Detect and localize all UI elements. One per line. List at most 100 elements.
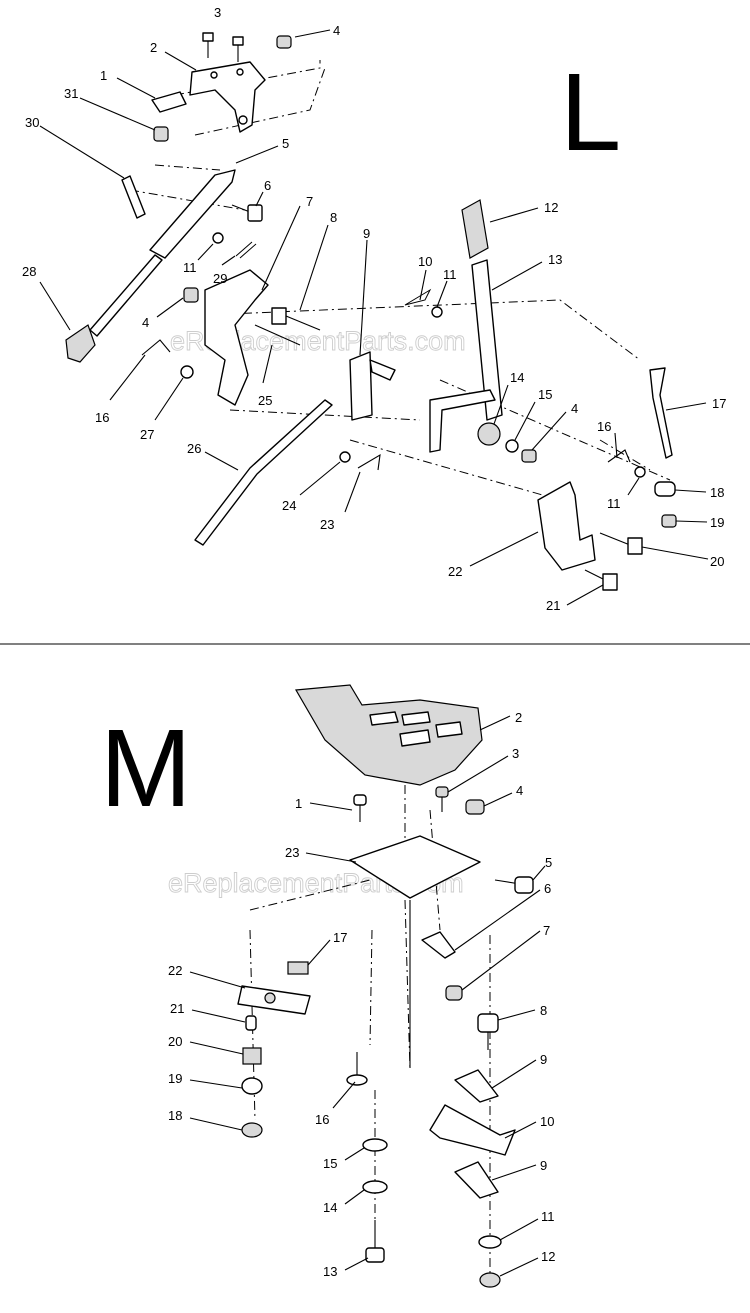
part-1-bolt (353, 794, 367, 822)
part-3-bolt (435, 786, 449, 812)
callout: 1 (295, 796, 302, 811)
callout: 27 (140, 427, 154, 442)
part-4-nut (276, 35, 292, 49)
callout: 29 (213, 271, 227, 286)
part-4-nut (183, 287, 199, 303)
callout: 24 (282, 498, 296, 513)
part-11-washer (431, 306, 443, 318)
callout: 16 (315, 1112, 329, 1127)
part-14-bushing (477, 422, 501, 446)
callout: 6 (544, 881, 551, 896)
part-9-bracket (349, 351, 396, 421)
part-10-bracket (429, 1104, 516, 1156)
section-M: M eReplacementParts.com (100, 684, 555, 1288)
part-26-rod (194, 399, 333, 546)
part-3-bolts (202, 32, 244, 62)
part-18-ball-joint (654, 481, 676, 497)
callout: 21 (170, 1001, 184, 1016)
part-19-nut (661, 514, 677, 528)
part-7-nut (445, 985, 463, 1001)
part-11-washer (212, 232, 224, 244)
part-10-pin (404, 288, 432, 306)
part-23-pin (357, 453, 381, 471)
section-M-letter: M (100, 707, 192, 830)
section-L-letter: L (560, 51, 621, 174)
part-5-arm (149, 169, 236, 259)
part-22-bracket (537, 481, 596, 571)
callout: 7 (306, 194, 313, 209)
part-9-clip (454, 1069, 499, 1103)
callout: 5 (545, 855, 552, 870)
part-2-bracket (189, 61, 266, 133)
part-7-plate (204, 269, 269, 406)
callout: 17 (333, 930, 347, 945)
part-25-rod (254, 324, 301, 346)
part-6-clip (421, 931, 456, 959)
callout: 19 (168, 1071, 182, 1086)
callout: 25 (258, 393, 272, 408)
part-20-bolt (599, 532, 643, 555)
callout: 16 (597, 419, 611, 434)
callout: 13 (323, 1264, 337, 1279)
callout: 26 (187, 441, 201, 456)
callout: 8 (330, 210, 337, 225)
part-21-bolt (584, 569, 618, 591)
part-4-nut (465, 799, 485, 815)
part-18-nut (241, 1122, 263, 1138)
callout: 2 (515, 710, 522, 725)
part-27-washer (180, 365, 194, 379)
part-24-washer (339, 451, 351, 463)
callout: 15 (538, 387, 552, 402)
callout: 15 (323, 1156, 337, 1171)
part-11-washer (478, 1235, 502, 1249)
callout: 9 (540, 1052, 547, 1067)
part-31-nut (153, 126, 169, 142)
part-17-rod (649, 367, 673, 459)
callout: 10 (418, 254, 432, 269)
callout: 14 (323, 1200, 337, 1215)
part-2-seat (295, 684, 483, 786)
part-shift-bracket (429, 389, 496, 453)
part-16-pin (607, 449, 631, 463)
callout: 12 (544, 200, 558, 215)
callout: 11 (541, 1209, 555, 1224)
callout: 16 (95, 410, 109, 425)
callout: 21 (546, 598, 560, 613)
part-13-bolt (365, 1220, 385, 1263)
callout: 4 (333, 23, 340, 38)
callout: 23 (320, 517, 334, 532)
callout: 22 (168, 963, 182, 978)
part-13-lever (471, 259, 503, 421)
callouts-L: 1 2 3 4 30 31 5 6 7 8 9 11 29 28 (22, 5, 726, 613)
callout: 4 (571, 401, 578, 416)
callout: 22 (448, 564, 462, 579)
section-L: L eReplacementParts.com (22, 5, 726, 613)
callout: 20 (710, 554, 724, 569)
callout: 8 (540, 1003, 547, 1018)
callouts-M: 2 3 4 1 23 5 6 7 17 22 21 20 19 (168, 710, 555, 1279)
part-1-clip (151, 91, 187, 113)
part-5-bolt (494, 876, 534, 894)
callout: 30 (25, 115, 39, 130)
part-16-stud (346, 1052, 368, 1086)
callout: 3 (512, 746, 519, 761)
part-9-clip (454, 1161, 499, 1199)
part-28-rod (89, 254, 163, 337)
part-30-link (121, 175, 146, 219)
part-21-pin (245, 1015, 257, 1031)
part-20-spring (242, 1047, 262, 1065)
callout: 28 (22, 264, 36, 279)
callout: 2 (150, 40, 157, 55)
part-12-knob (461, 199, 489, 259)
callout: 18 (710, 485, 724, 500)
callout: 17 (712, 396, 726, 411)
part-4-nut (521, 449, 537, 463)
callout: 20 (168, 1034, 182, 1049)
callout: 11 (607, 496, 621, 511)
part-8-bolt (477, 1013, 499, 1050)
callout: 3 (214, 5, 221, 20)
callout: 5 (282, 136, 289, 151)
callout: 18 (168, 1108, 182, 1123)
part-16-pin (141, 339, 171, 356)
